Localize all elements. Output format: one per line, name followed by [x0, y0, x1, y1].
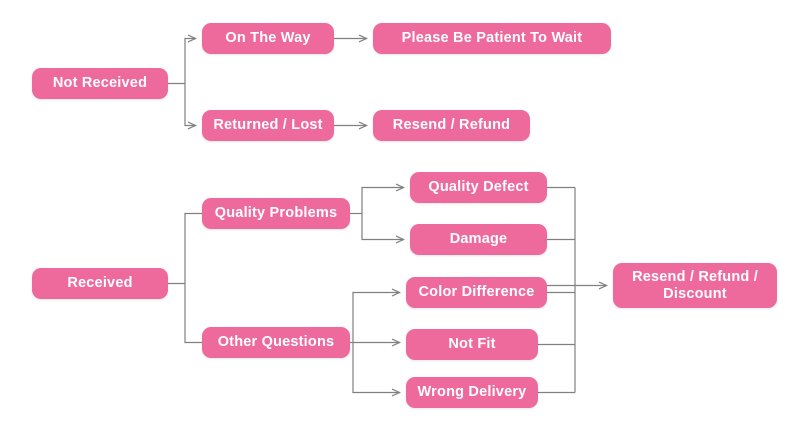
node-not-received[interactable]: Not Received: [32, 68, 168, 99]
node-please-be-patient-to-wait[interactable]: Please Be Patient To Wait: [373, 23, 611, 54]
node-damage[interactable]: Damage: [410, 224, 547, 255]
node-label: Not Received: [52, 75, 148, 92]
node-label: Damage: [449, 231, 508, 248]
node-resend-refund-discount[interactable]: Resend / Refund / Discount: [613, 263, 777, 308]
edge-received-to-other-questions: [184, 283, 202, 344]
node-label: On The Way: [225, 30, 311, 47]
edge-not-received-to-returned-lost: [184, 83, 196, 126]
node-label: Resend / Refund / Discount: [632, 268, 758, 302]
node-on-the-way[interactable]: On The Way: [202, 23, 334, 54]
node-label: Returned / Lost: [213, 117, 323, 134]
node-label: Wrong Delivery: [417, 384, 527, 401]
node-resend-refund[interactable]: Resend / Refund: [373, 110, 530, 141]
node-color-difference[interactable]: Color Difference: [406, 277, 547, 308]
node-label: Other Questions: [217, 334, 335, 351]
edge-other-questions-to-wrong-delivery: [352, 342, 400, 393]
node-label: Received: [67, 275, 133, 292]
node-quality-defect[interactable]: Quality Defect: [410, 172, 547, 203]
node-label: Quality Defect: [428, 179, 529, 196]
edge-quality-problems-to-damage: [361, 213, 404, 240]
node-other-questions[interactable]: Other Questions: [202, 327, 350, 358]
node-received[interactable]: Received: [32, 268, 168, 299]
node-quality-problems[interactable]: Quality Problems: [202, 198, 350, 229]
node-label: Resend / Refund: [392, 117, 511, 134]
node-label: Please Be Patient To Wait: [401, 30, 583, 47]
edge-not-received-to-on-the-way: [184, 39, 196, 84]
node-label: Quality Problems: [214, 205, 338, 222]
node-not-fit[interactable]: Not Fit: [406, 329, 538, 360]
node-label: Not Fit: [448, 336, 496, 353]
edge-other-questions-to-color-difference: [352, 293, 400, 343]
node-returned-lost[interactable]: Returned / Lost: [202, 110, 334, 141]
edge-received-to-quality-problems: [184, 212, 202, 284]
node-wrong-delivery[interactable]: Wrong Delivery: [406, 377, 538, 408]
node-label: Color Difference: [418, 284, 535, 301]
edge-quality-problems-to-quality-defect: [361, 188, 404, 214]
